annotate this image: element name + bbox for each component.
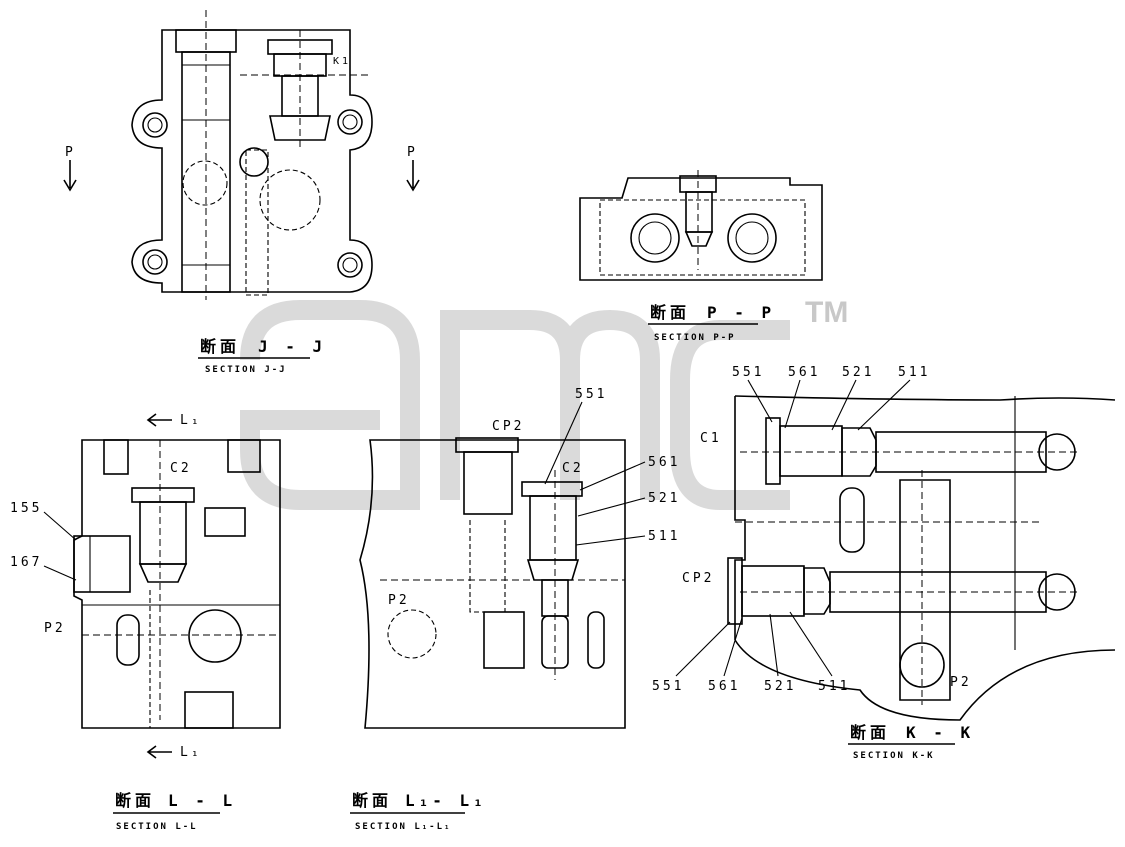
section-l1l1-view: CP2 C2 P2 551 561 521 511 断面 L₁- L₁ SECT… xyxy=(350,387,680,832)
section-jj-title-cn: 断面 xyxy=(200,337,240,356)
section-pp-title-id: P - P xyxy=(707,303,775,322)
part-number-label: 561 xyxy=(788,365,820,380)
port-label: C2 xyxy=(562,461,584,476)
port-label: C2 xyxy=(170,461,192,476)
section-arrow-label: P xyxy=(407,145,418,160)
section-ll-view: L₁ L₁ C2 P2 155 167 断面 L - L SECTION L-L xyxy=(10,413,281,832)
section-ll-title-cn: 断面 xyxy=(115,791,155,810)
section-jj-subtitle: SECTION J-J xyxy=(205,365,287,375)
section-arrow-label: P xyxy=(65,145,76,160)
section-ll-title-id: L - L xyxy=(168,791,236,810)
section-kk-title-cn: 断面 xyxy=(850,723,890,742)
port-label: CP2 xyxy=(492,419,524,434)
cut-label: L₁ xyxy=(180,745,202,760)
port-label: K1 xyxy=(333,56,351,67)
cut-label: L₁ xyxy=(180,413,202,428)
section-l1l1-subtitle: SECTION L₁-L₁ xyxy=(355,822,451,832)
port-label: CP2 xyxy=(682,571,714,586)
part-number-label: 511 xyxy=(648,529,680,544)
section-kk-title-id: K - K xyxy=(906,723,974,742)
part-number-label: 521 xyxy=(842,365,874,380)
section-kk-view: C1 CP2 P2 551 561 521 511 551 561 521 51… xyxy=(652,365,1116,761)
watermark: TM xyxy=(240,296,848,510)
section-pp-view: 断面 P - P SECTION P-P xyxy=(579,170,823,343)
part-number-label: 155 xyxy=(10,501,42,516)
section-jj-title-id: J - J xyxy=(258,337,326,356)
part-number-label: 167 xyxy=(10,555,42,570)
part-number-label: 551 xyxy=(575,387,607,402)
port-label: P2 xyxy=(44,621,66,636)
part-number-label: 551 xyxy=(652,679,684,694)
section-jj-view: P P K1 断面 J - J SECTION J-J xyxy=(63,10,420,375)
section-pp-title-cn: 断面 xyxy=(650,303,690,322)
port-label: P2 xyxy=(950,675,972,690)
section-l1l1-title-id: L₁- L₁ xyxy=(405,791,487,810)
part-number-label: 511 xyxy=(818,679,850,694)
part-number-label: 521 xyxy=(648,491,680,506)
port-label: P2 xyxy=(388,593,410,608)
section-l1l1-title-cn: 断面 xyxy=(352,791,392,810)
part-number-label: 561 xyxy=(708,679,740,694)
part-number-label: 551 xyxy=(732,365,764,380)
part-number-label: 511 xyxy=(898,365,930,380)
section-ll-subtitle: SECTION L-L xyxy=(116,822,198,832)
section-kk-subtitle: SECTION K-K xyxy=(853,751,935,761)
port-label: C1 xyxy=(700,431,722,446)
section-pp-subtitle: SECTION P-P xyxy=(654,333,736,343)
part-number-label: 561 xyxy=(648,455,680,470)
trademark-mark: TM xyxy=(805,296,848,329)
part-number-label: 521 xyxy=(764,679,796,694)
